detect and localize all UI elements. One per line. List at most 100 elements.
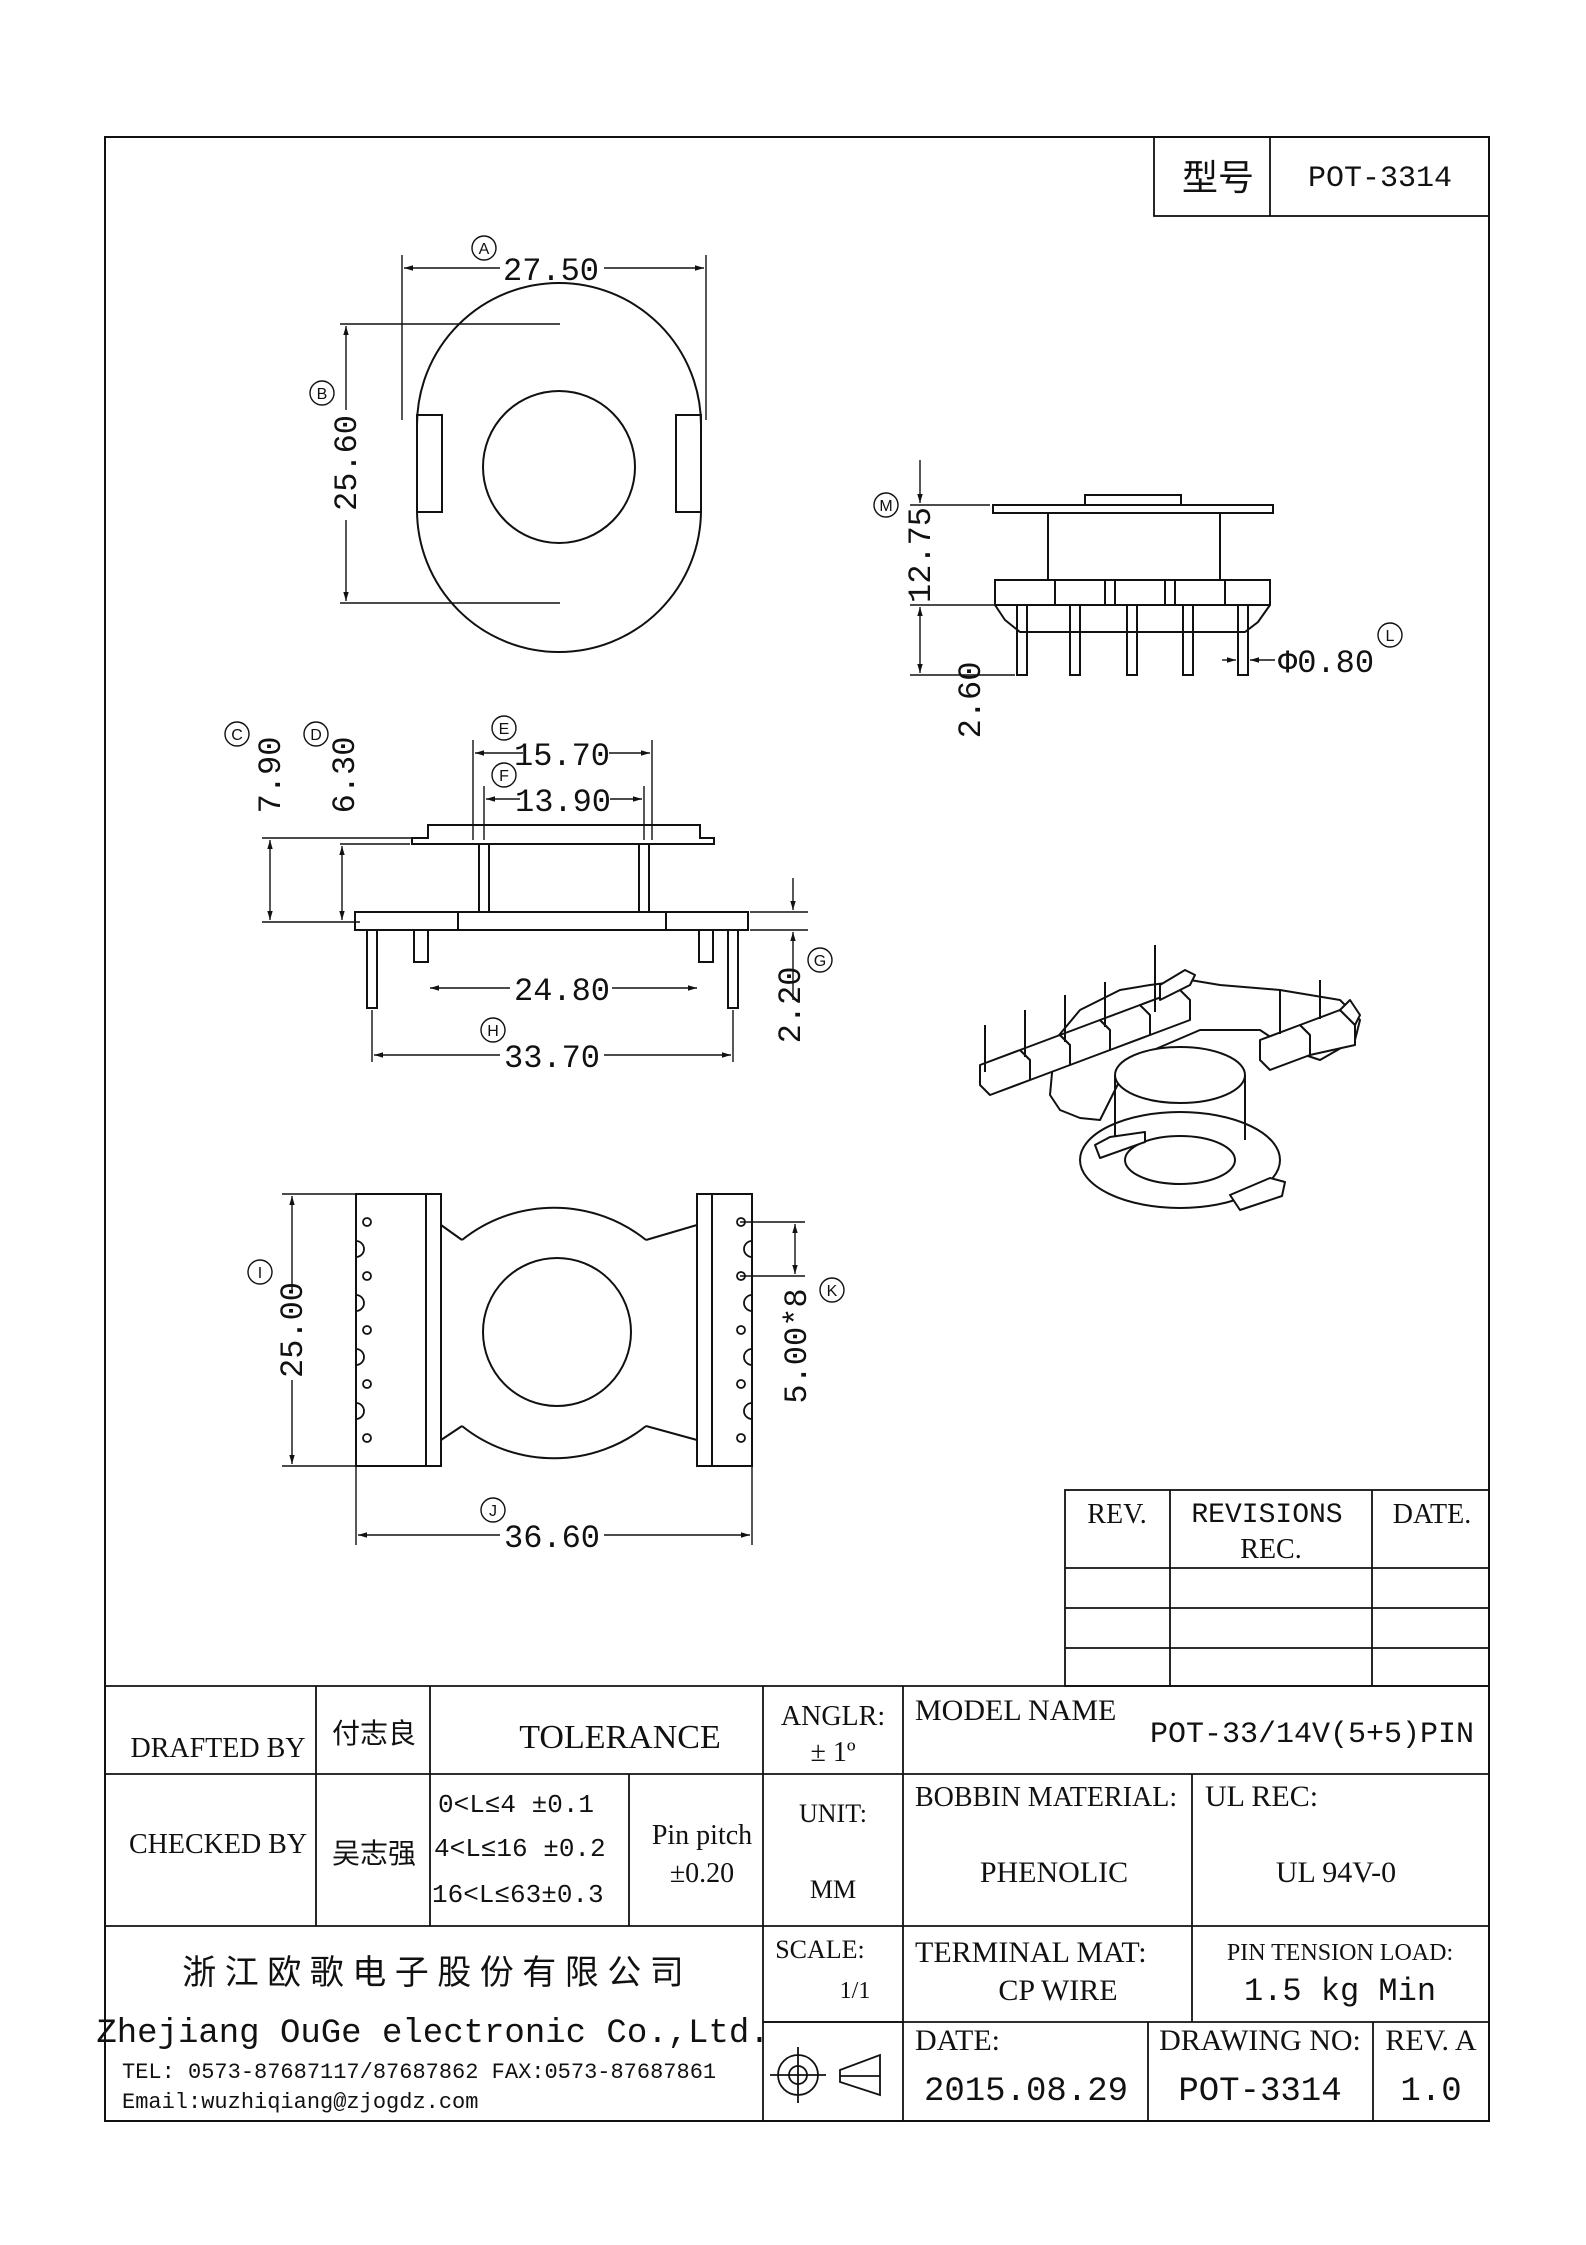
dim-J-value: 36.60 (504, 1520, 600, 1557)
dim-A-letter: A (479, 241, 490, 258)
top-view (416, 282, 702, 653)
rev-value: 1.0 (1400, 2073, 1461, 2111)
dim-base-value: 24.80 (514, 973, 610, 1010)
pin-hole (736, 1379, 746, 1389)
title-block (105, 1685, 1489, 2121)
dim-F-value: 13.90 (515, 784, 611, 821)
tolerance-row-3: 16<L≤63±0.3 (432, 1880, 604, 1910)
dim-F (483, 762, 645, 840)
wire-slot (355, 1348, 365, 1366)
angle-label: ANGLR: (781, 1701, 885, 1732)
dim-K-letter: K (827, 1283, 838, 1300)
bottom-view (355, 1193, 753, 1467)
front-view (354, 824, 749, 1009)
projection-symbol-icon (770, 2047, 881, 2103)
pin-pitch-value: ±0.20 (670, 1858, 734, 1889)
dim-A-value: 27.50 (503, 253, 599, 290)
model-box-top (1153, 136, 1490, 217)
rev-label: REV. A (1385, 2024, 1476, 2057)
date-value: 2015.08.29 (924, 2073, 1128, 2111)
terminal-mat-label: TERMINAL MAT: (915, 1936, 1147, 1969)
pin-hole (362, 1271, 372, 1281)
company-email: Email:wuzhiqiang@zjogdz.com (122, 2090, 478, 2115)
revision-col-date: DATE. (1393, 1499, 1472, 1530)
checked-by-name: 吴志强 (332, 1838, 416, 1870)
dim-K (740, 1221, 845, 1303)
dim-D-letter: D (310, 727, 322, 744)
bottom-view-left-pins (355, 1217, 372, 1443)
dim-L-value: Φ0.80 (1278, 645, 1374, 682)
pin-hole (362, 1217, 372, 1227)
wire-slot (743, 1240, 753, 1258)
dim-F-letter: F (499, 768, 509, 785)
dim-E-letter: E (499, 721, 510, 738)
pin-hole (736, 1433, 746, 1443)
dim-L (1222, 622, 1403, 663)
wire-slot (743, 1294, 753, 1312)
dim-B (309, 323, 560, 604)
sheet-border (104, 136, 1490, 2122)
wire-slot (743, 1402, 753, 1420)
pin-tension-value: 1.5 kg Min (1244, 1973, 1436, 2010)
dim-J-letter: J (489, 1503, 497, 1520)
bobbin-material-value: PHENOLIC (980, 1856, 1128, 1889)
isometric-view (979, 945, 1361, 1211)
pin-hole (362, 1325, 372, 1335)
company-tel: TEL: 0573-87687117/87687862 FAX:0573-876… (122, 2060, 716, 2085)
company-name-cn: 浙 江 欧 歌 电 子 股 份 有 限 公 司 (182, 1954, 684, 1992)
dim-G (750, 878, 833, 1000)
dim-B-letter: B (317, 386, 328, 403)
dim-C-D (224, 721, 412, 923)
unit-value: MM (810, 1875, 856, 1904)
date-label: DATE: (915, 2024, 1000, 2057)
unit-label: UNIT: (799, 1799, 867, 1828)
dim-M (873, 460, 1015, 676)
dim-pin-length-value: 2.60 (953, 662, 990, 739)
pin-tension-label: PIN TENSION LOAD: (1227, 1940, 1453, 1966)
tolerance-row-2: 4<L≤16 ±0.2 (434, 1834, 606, 1864)
dim-M-value: 12.75 (903, 507, 940, 603)
wire-slot (355, 1294, 365, 1312)
bottom-view-right-pins (736, 1217, 753, 1443)
company-name-en: Zhejiang OuGe electronic Co.,Ltd. (96, 2015, 769, 2053)
dim-H (371, 1010, 734, 1062)
dim-H-letter: H (487, 1023, 499, 1040)
bobbin-material-label: BOBBIN MATERIAL: (915, 1782, 1177, 1813)
pin-hole (362, 1379, 372, 1389)
wire-slot (355, 1240, 365, 1258)
checked-by-label: CHECKED BY (129, 1829, 307, 1860)
wire-slot (743, 1348, 753, 1366)
dim-B-value: 25.60 (329, 415, 366, 511)
model-name-value: POT-33/14V(5+5)PIN (1150, 1718, 1474, 1752)
model-name-label: MODEL NAME (915, 1694, 1116, 1727)
dim-G-value: 2.20 (773, 967, 810, 1044)
pin-pitch-label: Pin pitch (652, 1820, 752, 1851)
model-value-top: POT-3314 (1308, 162, 1452, 196)
dim-H-value: 33.70 (504, 1040, 600, 1077)
pin-hole (736, 1325, 746, 1335)
dim-C-value: 7.90 (253, 737, 290, 814)
dim-E (472, 715, 653, 840)
scale-label: SCALE: (775, 1935, 865, 1964)
angle-value: ± 1º (810, 1737, 855, 1768)
dim-J (355, 1466, 753, 1545)
dim-I-letter: I (258, 1265, 262, 1282)
drafted-by-name: 付志良 (332, 1718, 416, 1750)
dim-K-value: 5.00*8 (779, 1288, 816, 1403)
wire-slot (355, 1402, 365, 1420)
revision-col-rec: REC. (1240, 1534, 1301, 1565)
dim-L-letter: L (1386, 628, 1395, 645)
side-view (992, 494, 1274, 676)
model-label-cn: 型号 (1182, 158, 1254, 198)
tolerance-row-1: 0<L≤4 ±0.1 (438, 1790, 594, 1820)
dim-A (401, 235, 707, 420)
revision-col-revisions: REVISIONS (1191, 1500, 1342, 1531)
terminal-mat-value: CP WIRE (998, 1974, 1117, 2007)
dim-I (247, 1193, 356, 1467)
dim-I-value: 25.00 (275, 1282, 312, 1378)
dim-E-value: 15.70 (514, 738, 610, 775)
dim-D-value: 6.30 (327, 737, 364, 814)
tolerance-label: TOLERANCE (519, 1719, 720, 1756)
dim-M-letter: M (879, 498, 892, 515)
